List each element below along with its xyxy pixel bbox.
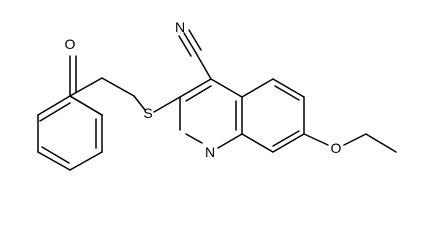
carbonyl-oxygen-label: O (65, 36, 76, 52)
molecule-structure: N O S N O (37, 19, 397, 171)
nitrile-group (178, 29, 212, 80)
ethoxy-group (303, 133, 397, 153)
benzene-ring (37, 95, 103, 171)
sulfur-label: S (143, 105, 152, 121)
ether-oxygen-label: O (331, 140, 342, 156)
benzo-ring (241, 78, 305, 153)
ring-nitrogen-label: N (205, 144, 215, 160)
pyridine-ring (179, 78, 243, 149)
nitrile-nitrogen-label: N (175, 19, 185, 35)
phenacyl-chain (69, 55, 181, 116)
structure-canvas: N O S N O (37, 19, 397, 171)
